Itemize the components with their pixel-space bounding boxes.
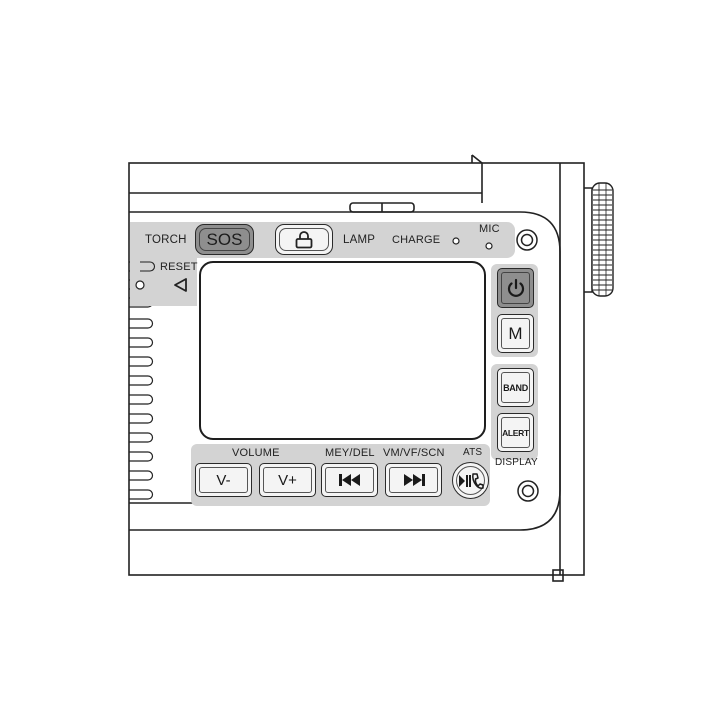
torch-label: TORCH (145, 234, 187, 246)
sos-label: SOS (206, 229, 243, 249)
screw-icon (516, 229, 539, 502)
reset-label: RESET (160, 261, 198, 273)
band-button[interactable]: BAND (497, 368, 534, 407)
next-button[interactable] (385, 463, 442, 497)
alert-button[interactable]: ALERT (497, 413, 534, 452)
charge-label: CHARGE (392, 234, 441, 246)
tuning-knob (584, 182, 614, 297)
mode-label: M (508, 323, 523, 343)
mode-button[interactable]: M (497, 314, 534, 353)
volume-down-label: V- (216, 471, 231, 489)
charge-led (452, 237, 460, 245)
previous-button[interactable] (321, 463, 378, 497)
mic-label: MIC (479, 223, 500, 235)
ats-play-call-button[interactable] (452, 462, 489, 499)
lamp-label: LAMP (343, 234, 376, 246)
next-track-icon (403, 474, 425, 486)
volume-label: VOLUME (232, 447, 280, 459)
power-icon (507, 278, 524, 297)
reset-pinhole (135, 280, 145, 290)
ats-label: ATS (463, 447, 483, 458)
band-label: BAND (503, 382, 528, 393)
volume-down-button[interactable]: V- (195, 463, 252, 497)
sos-button[interactable]: SOS (195, 224, 254, 255)
reset-slot (140, 261, 156, 272)
display-label: DISPLAY (495, 457, 538, 468)
lock-icon (295, 230, 313, 248)
display-screen (199, 261, 486, 440)
lamp-button[interactable] (275, 224, 333, 255)
prev-track-icon (338, 474, 360, 486)
reset-arrow-icon (174, 278, 187, 292)
volume-up-button[interactable]: V+ (259, 463, 316, 497)
play-pause-call-icon (458, 472, 484, 489)
alert-label: ALERT (502, 427, 529, 438)
mic-hole (485, 242, 493, 250)
power-button[interactable] (497, 268, 534, 308)
volume-up-label: V+ (278, 471, 297, 489)
mey-del-label: MEY/DEL (325, 447, 375, 459)
vm-vf-scn-label: VM/VF/SCN (383, 447, 445, 459)
